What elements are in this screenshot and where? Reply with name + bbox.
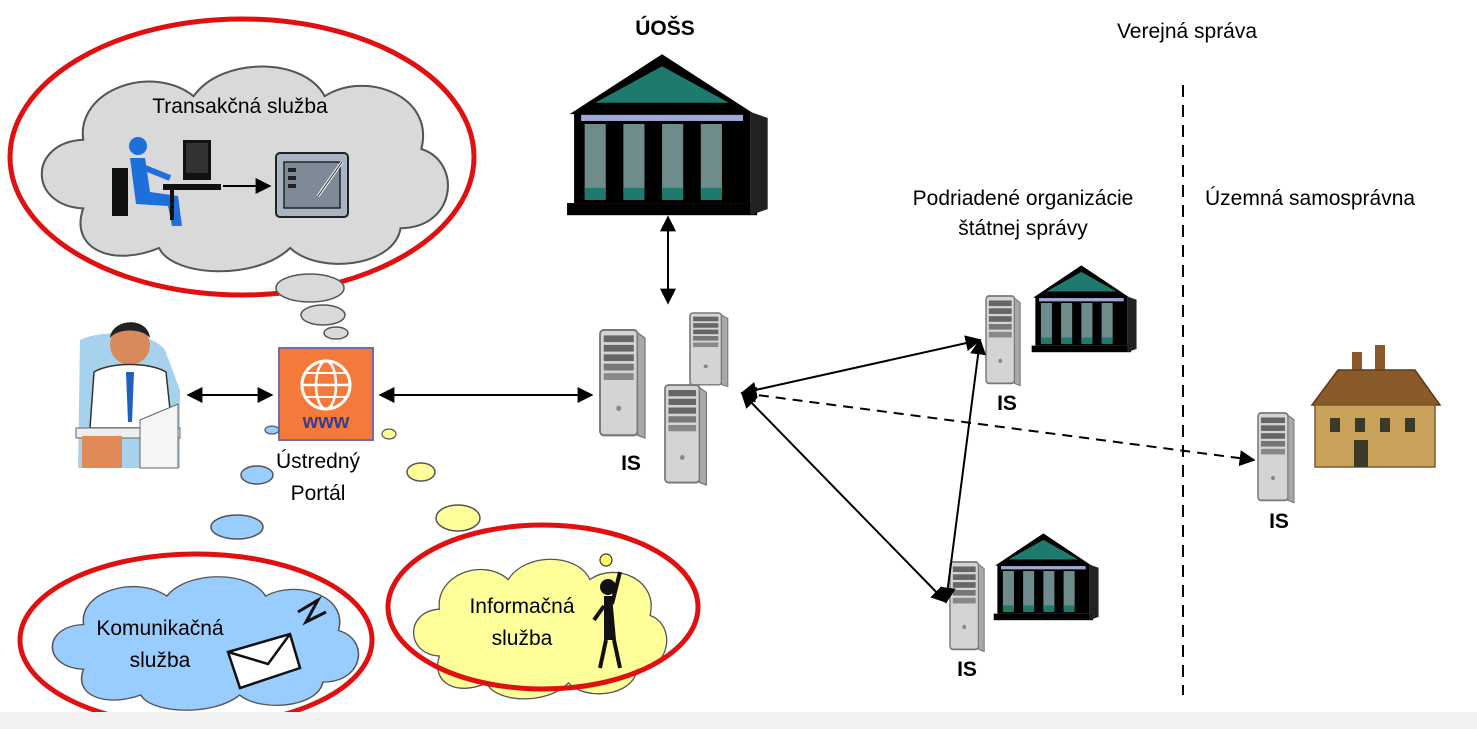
subordinate-server-2-icon [949, 561, 986, 653]
communication-label-line1: Komunikačná [96, 617, 224, 640]
uoss-building-icon [567, 57, 768, 215]
public-administration-label: Verejná správa [1117, 20, 1257, 43]
www-label: www [302, 411, 350, 433]
grey-thought-bubbles [275, 273, 349, 340]
territorial-self-government-label: Územná samosprávna [1205, 187, 1415, 210]
information-label-line2: služba [492, 627, 553, 650]
subordinate-server-1-icon [985, 295, 1022, 387]
portal-label-line1: Ústredný [276, 450, 361, 473]
subordinate-building-2-icon [992, 533, 1100, 622]
information-highlight-ring [385, 522, 701, 692]
transaction-service-group: Transakčná služba [7, 16, 477, 298]
portal-label-line2: Portál [291, 482, 346, 505]
communication-cloud [51, 575, 360, 711]
territorial-is-label: IS [1269, 510, 1289, 533]
uoss-label: ÚOŠS [635, 16, 695, 40]
idea-person-icon [592, 553, 622, 669]
communication-label-line2: služba [130, 649, 191, 672]
central-is-servers [598, 312, 729, 486]
subordinate-building-1-icon [1030, 265, 1138, 354]
bottom-strip [0, 712, 1477, 729]
subordinate-is-1-label: IS [997, 392, 1017, 415]
subordinate-is-2-label: IS [957, 658, 977, 681]
town-hall-icon [1310, 345, 1442, 468]
portal-www-icon: www [278, 347, 374, 441]
citizen-icon [75, 322, 181, 469]
territorial-server-icon [1257, 412, 1295, 504]
subordinate-org-label-line1: Podriadené organizácie [913, 187, 1134, 210]
yellow-thought-bubbles [381, 428, 481, 532]
user-at-computer-icon [112, 137, 221, 226]
blue-thought-bubbles [210, 425, 280, 540]
envelope-icon [226, 595, 327, 690]
subordinate-org-label-line2: štátnej správy [958, 217, 1088, 240]
information-service-group: Informačná služba [385, 522, 701, 700]
connection-arrows [740, 335, 1256, 604]
information-label-line1: Informačná [469, 595, 574, 618]
transaction-service-label: Transakčná služba [152, 95, 328, 118]
central-is-label: IS [621, 452, 641, 475]
transaction-highlight-ring [7, 16, 477, 298]
tablet-icon [275, 152, 349, 218]
communication-service-group: Komunikačná služba [17, 551, 375, 729]
